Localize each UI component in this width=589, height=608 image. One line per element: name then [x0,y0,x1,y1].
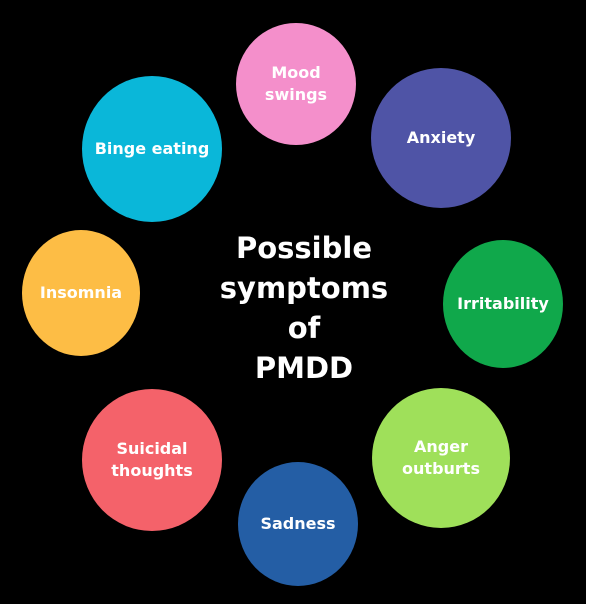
central-topic-line-3: PMDD [254,351,354,385]
symptom-bubble-anger-outbursts: Anger outburts [372,388,510,528]
symptom-label: Irritability [457,293,549,315]
symptom-bubble-anxiety: Anxiety [371,68,511,208]
symptom-label-line-1: Sadness [260,514,336,533]
symptom-bubble-suicidal-thoughts: Suicidal thoughts [82,389,222,531]
symptom-label-line-1: Suicidal [116,439,188,458]
central-topic-line-2: symptoms of [219,271,389,345]
symptom-bubble-mood-swings: Mood swings [236,23,356,145]
symptom-label-line-2: thoughts [111,461,193,480]
central-topic-text: Possible symptoms of PMDD [199,228,409,388]
central-topic: Possible symptoms of PMDD [191,231,417,385]
symptom-label: Anger outburts [402,436,480,480]
symptom-label-line-1: Mood [271,63,321,82]
symptom-bubble-sadness: Sadness [238,462,358,586]
symptom-label-line-2: swings [264,85,328,104]
symptom-label: Mood swings [265,62,327,106]
symptom-bubble-insomnia: Insomnia [22,230,140,356]
symptom-label-line-1: Binge eating [94,139,210,158]
symptom-label: Anxiety [407,127,476,149]
symptom-label-line-2: outburts [402,459,480,478]
symptom-bubble-irritability: Irritability [443,240,563,368]
symptom-label: Sadness [260,513,335,535]
symptom-label-line-1: Insomnia [39,283,123,302]
symptom-label: Suicidal thoughts [111,438,192,482]
symptom-label: Insomnia [40,282,122,304]
symptom-label-line-1: Irritability [457,294,549,313]
symptom-bubble-binge-eating: Binge eating [82,76,222,222]
symptom-label-line-1: Anger [414,437,468,456]
central-topic-line-1: Possible [235,231,372,265]
symptom-label: Binge eating [95,138,210,160]
symptom-label-line-1: Anxiety [406,128,476,147]
